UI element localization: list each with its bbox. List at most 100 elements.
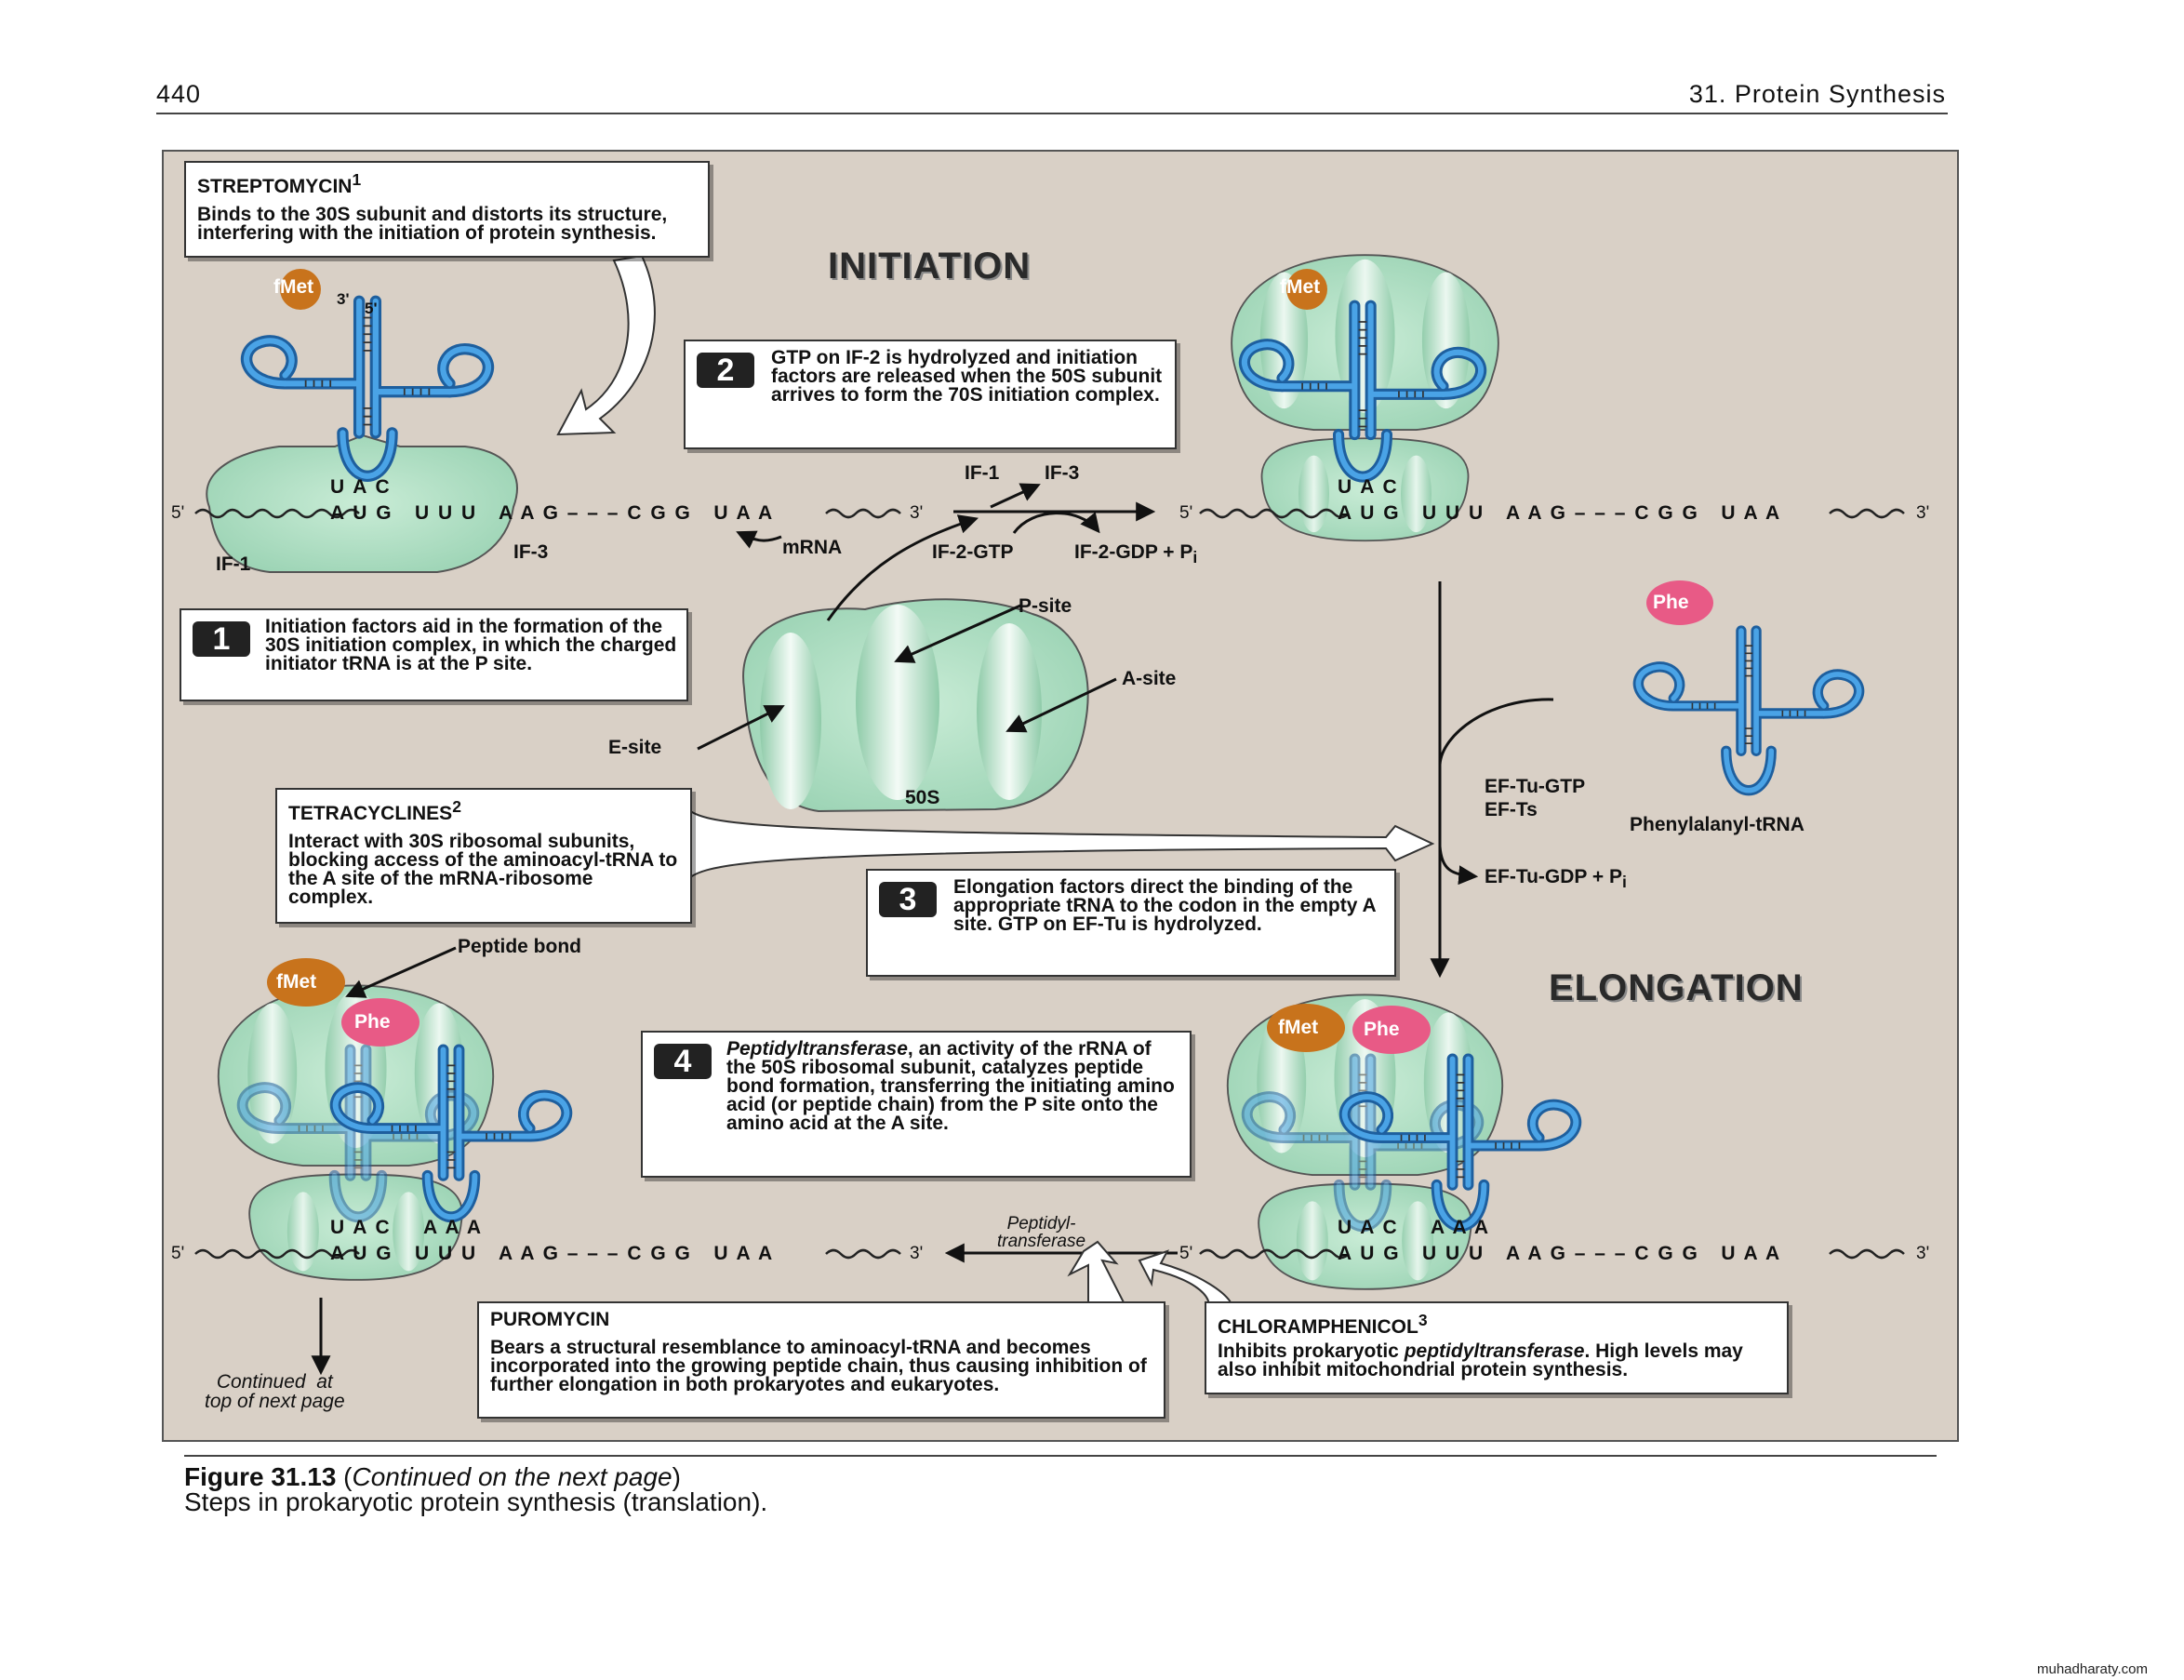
pathway-arrows <box>311 483 1554 1376</box>
if2-gdp-pi: i <box>1192 548 1198 567</box>
if1-label-left: IF-1 <box>216 553 251 575</box>
mrna-strands <box>194 508 1905 1260</box>
step-4-rest: , an activity of the rRNA of the 50S rib… <box>726 1038 1175 1134</box>
caption-continued: Continued on the next page <box>352 1462 673 1491</box>
step-3-number: 3 <box>879 882 937 917</box>
step-1-box: 1 Initiation factors aid in the formatio… <box>180 608 688 701</box>
phenylalanyl-trna-label: Phenylalanyl-tRNA <box>1630 814 1804 835</box>
e-site-slot <box>760 633 821 809</box>
chloramphenicol-title: CHLORAMPHENICOL <box>1218 1316 1418 1338</box>
step-2-number: 2 <box>697 353 754 388</box>
anticodon-1: U A C <box>330 476 392 498</box>
mrna3-5prime: 5' <box>171 1244 185 1263</box>
fmet-ball-3 <box>267 958 345 1007</box>
anticodon-5: U A C <box>1338 1217 1399 1238</box>
chloramphenicol-callout: CHLORAMPHENICOL3 Inhibits prokaryotic pe… <box>1205 1301 1789 1394</box>
mrna3-3prime: 3' <box>910 1244 924 1263</box>
chloramphenicol-text-italic: peptidyltransferase <box>1404 1340 1585 1362</box>
figure-number: Figure 31.13 <box>184 1462 337 1491</box>
ribosome-30s <box>206 433 518 573</box>
mrna-sequence-3: A U G U U U A A G – – – C G G U A A <box>330 1243 775 1264</box>
fmet-ball-1 <box>280 269 321 310</box>
caption-paren-open: ( <box>336 1462 353 1491</box>
peptidyl-transferase-label: Peptidyl- transferase <box>997 1214 1086 1251</box>
trna-5prime-label: 5' <box>365 300 378 317</box>
if3-label-released: IF-3 <box>1045 462 1080 484</box>
50s-label: 50S <box>905 787 940 808</box>
tetracyclines-footnote: 2 <box>452 797 461 816</box>
a-site-label: A-site <box>1122 668 1177 689</box>
mrna-sequence-1: A U G U U U A A G – – – C G G U A A <box>330 502 775 524</box>
mrna-sequence-2: A U G U U U A A G – – – C G G U A A <box>1338 502 1782 524</box>
chapter-title: 31. Protein Synthesis <box>1688 80 1946 108</box>
if1-label-released: IF-1 <box>965 462 1000 484</box>
ef-tu-gdp-text: EF-Tu-GDP + P <box>1485 866 1622 887</box>
phe-label-1: Phe <box>1653 592 1689 613</box>
step-3-box: 3 Elongation factors direct the binding … <box>866 869 1396 977</box>
mrna-sequence-4: A U G U U U A A G – – – C G G U A A <box>1338 1243 1782 1264</box>
fmet-label-4: fMet <box>1278 1017 1319 1038</box>
step-1-text: Initiation factors aid in the formation … <box>265 616 677 674</box>
mrna1-5prime: 5' <box>171 503 185 523</box>
initiation-title: INITIATION <box>828 246 1032 287</box>
elongation-title: ELONGATION <box>1549 967 1804 1008</box>
a-site-slot <box>977 623 1042 800</box>
anticodon-3: U A C <box>330 1217 392 1238</box>
phe-ball-1 <box>1646 580 1713 625</box>
tetracyclines-text: Interact with 30S ribosomal subunits, bl… <box>288 831 678 908</box>
chloramphenicol-text-a: Inhibits prokaryotic <box>1218 1340 1405 1362</box>
tetracyclines-callout: TETRACYCLINES2 Interact with 30S ribosom… <box>275 788 692 924</box>
p-site-slot <box>856 605 939 800</box>
streptomycin-callout: STREPTOMYCIN1 Binds to the 30S subunit a… <box>184 161 710 258</box>
mrna4-3prime: 3' <box>1916 1244 1930 1263</box>
chloramphenicol-footnote: 3 <box>1418 1311 1428 1329</box>
fmet-label-1: fMet <box>273 276 314 298</box>
anticodon-6: A A A <box>1431 1217 1491 1238</box>
figure-caption-text: Steps in prokaryotic protein synthesis (… <box>184 1487 768 1516</box>
if2-gdp-text: IF-2-GDP + P <box>1074 541 1193 563</box>
puromycin-callout: PUROMYCIN Bears a structural resemblance… <box>477 1301 1165 1419</box>
tetracyclines-title: TETRACYCLINES <box>288 803 453 824</box>
mrna2-3prime: 3' <box>1916 503 1930 523</box>
mrna2-5prime: 5' <box>1179 503 1193 523</box>
header-rule <box>156 113 1948 114</box>
ef-ts-label: EF-Ts <box>1485 799 1538 820</box>
if2-gdp-label: IF-2-GDP + Pi <box>1074 541 1197 567</box>
step-4-number: 4 <box>654 1044 712 1079</box>
trna-phenylalanyl <box>1638 631 1858 791</box>
phe-ball-3 <box>1352 1006 1431 1054</box>
puromycin-title: PUROMYCIN <box>490 1309 610 1330</box>
if3-label-left: IF-3 <box>513 541 549 563</box>
trna-3prime-label: 3' <box>337 290 350 308</box>
watermark: muhadharaty.com <box>2037 1661 2148 1677</box>
caption-rule <box>184 1455 1937 1457</box>
chloramphenicol-text-b: . High levels may also inhibit mitochond… <box>1218 1340 1743 1380</box>
if2-gtp-label: IF-2-GTP <box>932 541 1014 563</box>
figure-caption-line1: Figure 31.13 (Continued on the next page… <box>184 1462 681 1492</box>
step-3-text: Elongation factors direct the binding of… <box>953 876 1376 935</box>
puromycin-text: Bears a structural resemblance to aminoa… <box>490 1337 1147 1395</box>
page-number: 440 <box>156 80 202 108</box>
caption-paren-close: ) <box>672 1462 681 1491</box>
callout-pointers <box>556 254 1435 1307</box>
phe-ball-2 <box>341 998 419 1047</box>
mrna4-5prime: 5' <box>1179 1244 1193 1263</box>
ef-tu-gdp-pi: i <box>1621 873 1627 892</box>
e-site-label: E-site <box>608 737 662 758</box>
streptomycin-title: STREPTOMYCIN <box>197 176 353 197</box>
phe-label-2: Phe <box>354 1011 391 1033</box>
anticodon-2: U A C <box>1338 476 1399 498</box>
streptomycin-footnote: 1 <box>352 170 362 189</box>
step-1-number: 1 <box>193 621 250 657</box>
fmet-label-3: fMet <box>276 971 317 993</box>
p-site-label: P-site <box>1019 595 1072 617</box>
ef-tu-gtp-label: EF-Tu-GTP <box>1485 776 1586 797</box>
fmet-label-2: fMet <box>1280 276 1321 298</box>
step-4-italic: Peptidyltransferase <box>726 1038 908 1060</box>
phe-label-3: Phe <box>1364 1019 1400 1040</box>
step-2-text: GTP on IF-2 is hydrolyzed and initiation… <box>771 347 1163 406</box>
step-2-box: 2 GTP on IF-2 is hydrolyzed and initiati… <box>684 340 1177 449</box>
step-4-text: Peptidyltransferase, an activity of the … <box>726 1038 1182 1134</box>
anticodon-4: A A A <box>423 1217 484 1238</box>
mrna-label: mRNA <box>782 537 843 558</box>
